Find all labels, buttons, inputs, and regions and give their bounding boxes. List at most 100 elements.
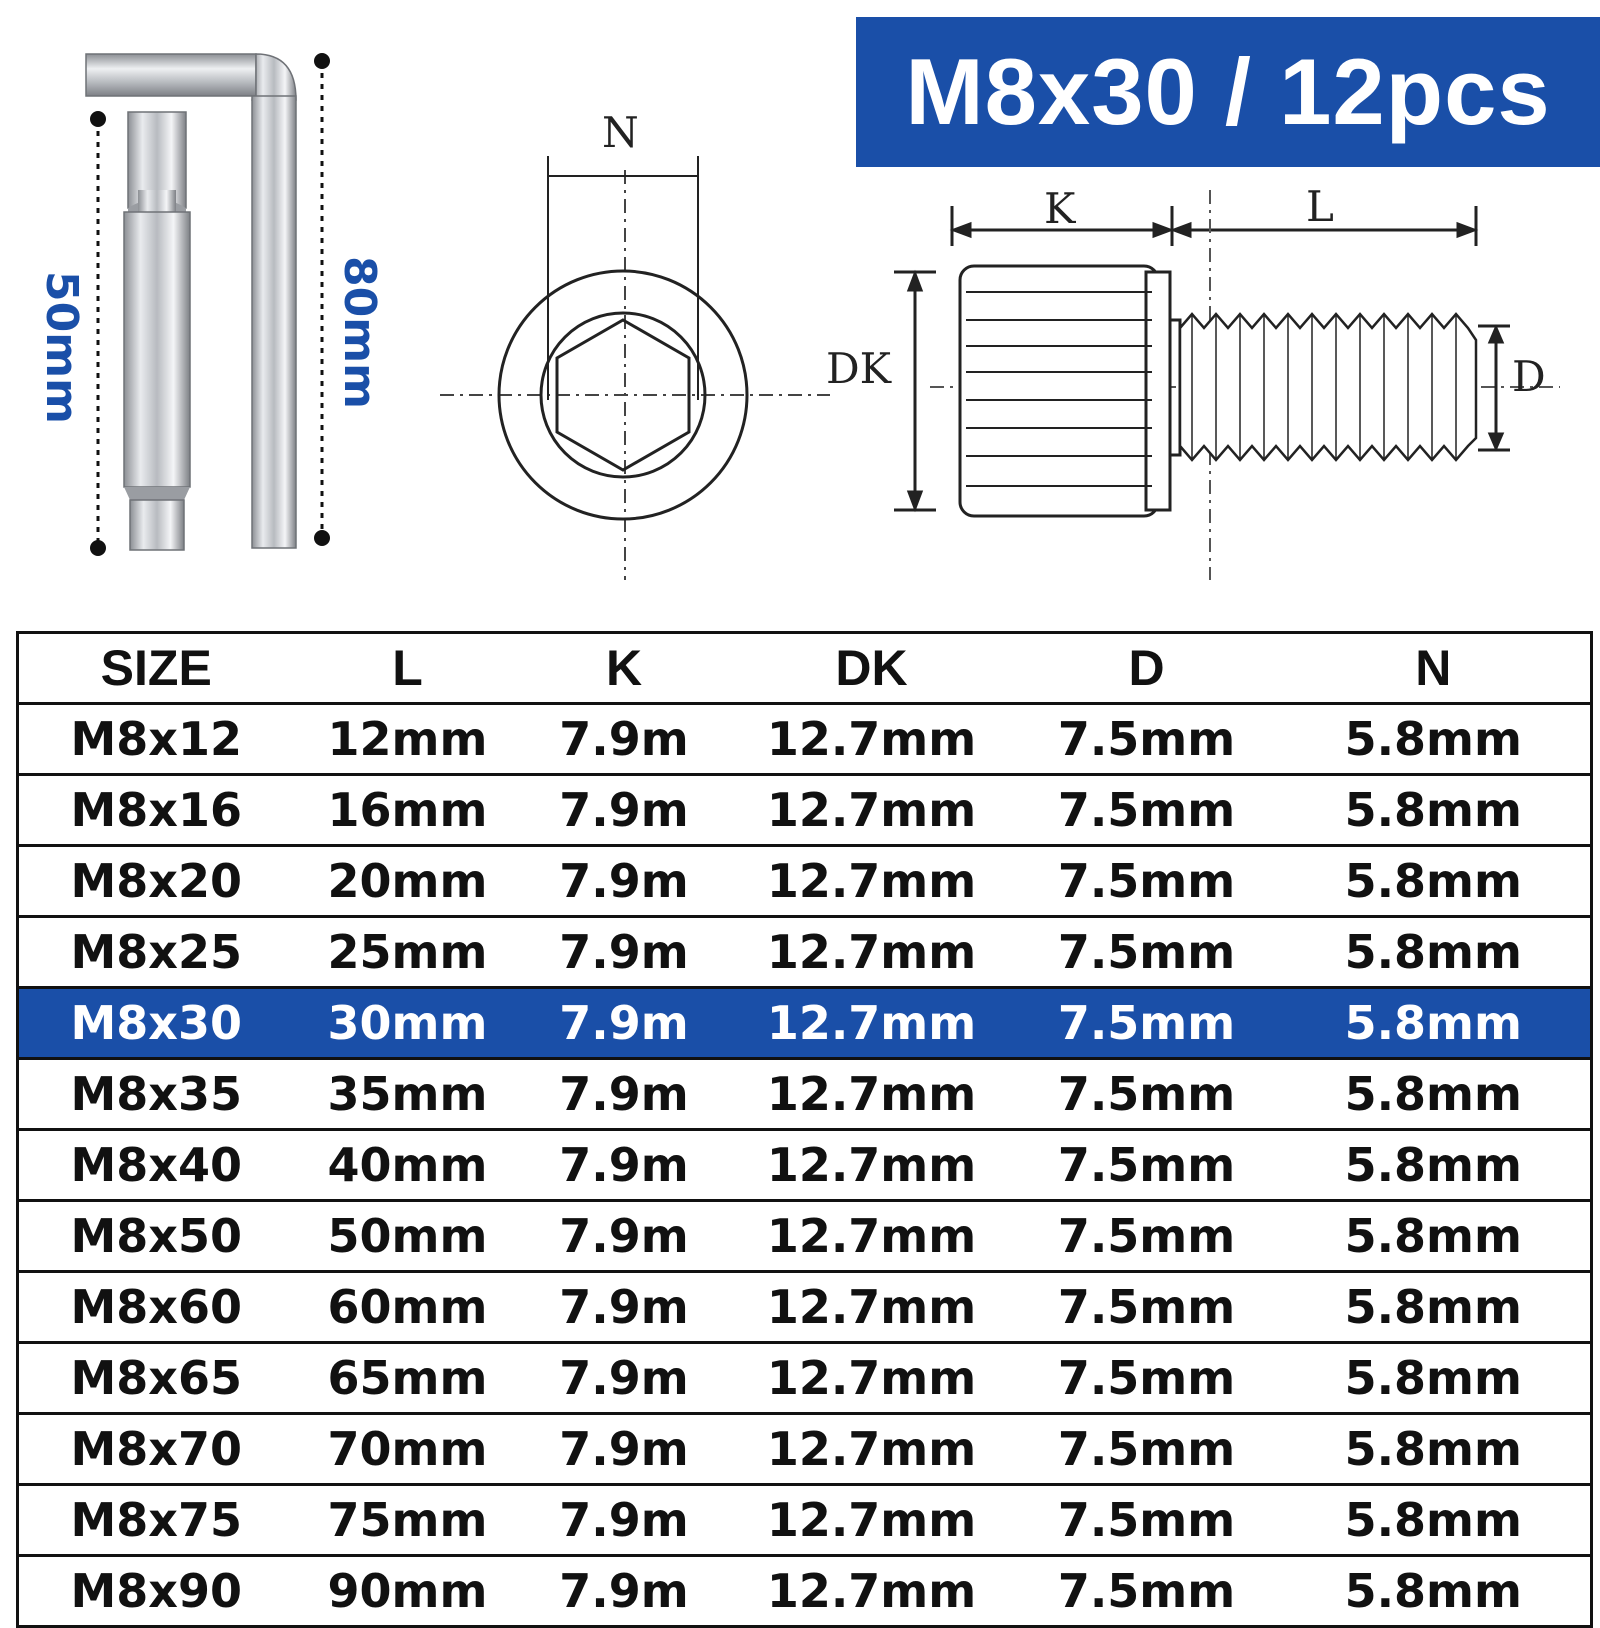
table-cell-size: M8x75 <box>17 1483 294 1557</box>
table-cell-n: 5.8mm <box>1276 1483 1592 1557</box>
table-cell-d: 7.5mm <box>1016 986 1277 1060</box>
table-cell-l: 25mm <box>293 915 522 989</box>
table-cell-l: 70mm <box>293 1412 522 1486</box>
table-cell-dk: 12.7mm <box>726 1057 1017 1131</box>
table-cell-dk: 12.7mm <box>726 915 1017 989</box>
table-cell-k: 7.9m <box>521 1270 727 1344</box>
table-cell-l: 16mm <box>293 773 522 847</box>
table-cell-size: M8x70 <box>17 1412 294 1486</box>
table-cell-n: 5.8mm <box>1276 1057 1592 1131</box>
table-cell-size: M8x35 <box>17 1057 294 1131</box>
side-view-d-label: D <box>1512 352 1546 401</box>
table-cell-dk: 12.7mm <box>726 1483 1017 1557</box>
side-view-l-label: L <box>1306 182 1334 231</box>
table-cell-k: 7.9m <box>521 1483 727 1557</box>
table-cell-l: 35mm <box>293 1057 522 1131</box>
table-cell-d: 7.5mm <box>1016 1057 1277 1131</box>
table-cell-n: 5.8mm <box>1276 844 1592 918</box>
column-header-l: L <box>293 631 522 705</box>
side-view-k-label: K <box>1044 184 1076 233</box>
table-cell-n: 5.8mm <box>1276 1341 1592 1415</box>
table-cell-l: 65mm <box>293 1341 522 1415</box>
table-cell-d: 7.5mm <box>1016 702 1277 776</box>
table-cell-k: 7.9m <box>521 1199 727 1273</box>
table-cell-dk: 12.7mm <box>726 986 1017 1060</box>
table-cell-size: M8x90 <box>17 1554 294 1628</box>
table-cell-l: 90mm <box>293 1554 522 1628</box>
table-cell-k: 7.9m <box>521 986 727 1060</box>
table-cell-dk: 12.7mm <box>726 702 1017 776</box>
table-cell-dk: 12.7mm <box>726 773 1017 847</box>
table-cell-l: 20mm <box>293 844 522 918</box>
table-cell-k: 7.9m <box>521 1057 727 1131</box>
hex-bit-icon <box>123 111 191 551</box>
column-header-dk: DK <box>726 631 1017 705</box>
table-cell-d: 7.5mm <box>1016 1412 1277 1486</box>
table-cell-k: 7.9m <box>521 844 727 918</box>
screw-top-view <box>440 156 830 580</box>
table-cell-d: 7.5mm <box>1016 773 1277 847</box>
table-cell-dk: 12.7mm <box>726 1554 1017 1628</box>
table-cell-n: 5.8mm <box>1276 773 1592 847</box>
screw-side-view <box>894 190 1560 580</box>
table-cell-size: M8x65 <box>17 1341 294 1415</box>
table-cell-n: 5.8mm <box>1276 702 1592 776</box>
top-view-n-label: N <box>602 108 639 157</box>
table-cell-n: 5.8mm <box>1276 1270 1592 1344</box>
column-header-size: SIZE <box>17 631 294 705</box>
table-cell-l: 60mm <box>293 1270 522 1344</box>
table-cell-n: 5.8mm <box>1276 1412 1592 1486</box>
table-cell-size: M8x60 <box>17 1270 294 1344</box>
key-length-label: 80mm <box>334 256 385 409</box>
table-cell-dk: 12.7mm <box>726 844 1017 918</box>
side-view-dk-label: DK <box>826 344 892 393</box>
table-cell-size: M8x25 <box>17 915 294 989</box>
table-cell-k: 7.9m <box>521 1412 727 1486</box>
table-cell-dk: 12.7mm <box>726 1270 1017 1344</box>
table-cell-d: 7.5mm <box>1016 1270 1277 1344</box>
title-banner: M8x30 / 12pcs <box>856 17 1600 167</box>
table-cell-d: 7.5mm <box>1016 1483 1277 1557</box>
table-cell-d: 7.5mm <box>1016 915 1277 989</box>
table-cell-n: 5.8mm <box>1276 1199 1592 1273</box>
table-cell-k: 7.9m <box>521 1341 727 1415</box>
table-cell-l: 12mm <box>293 702 522 776</box>
table-cell-d: 7.5mm <box>1016 1199 1277 1273</box>
table-cell-dk: 12.7mm <box>726 1412 1017 1486</box>
table-cell-k: 7.9m <box>521 915 727 989</box>
column-header-d: D <box>1016 631 1277 705</box>
table-cell-size: M8x20 <box>17 844 294 918</box>
table-cell-n: 5.8mm <box>1276 1128 1592 1202</box>
table-cell-l: 40mm <box>293 1128 522 1202</box>
table-cell-n: 5.8mm <box>1276 1554 1592 1628</box>
table-cell-size: M8x50 <box>17 1199 294 1273</box>
hex-key-icon <box>85 53 297 549</box>
column-header-n: N <box>1276 631 1592 705</box>
table-cell-dk: 12.7mm <box>726 1128 1017 1202</box>
table-cell-k: 7.9m <box>521 1128 727 1202</box>
table-cell-dk: 12.7mm <box>726 1199 1017 1273</box>
table-cell-d: 7.5mm <box>1016 1554 1277 1628</box>
column-header-k: K <box>521 631 727 705</box>
table-cell-k: 7.9m <box>521 702 727 776</box>
bit-length-label: 50mm <box>36 271 87 424</box>
table-cell-l: 75mm <box>293 1483 522 1557</box>
table-cell-n: 5.8mm <box>1276 915 1592 989</box>
table-cell-d: 7.5mm <box>1016 1128 1277 1202</box>
